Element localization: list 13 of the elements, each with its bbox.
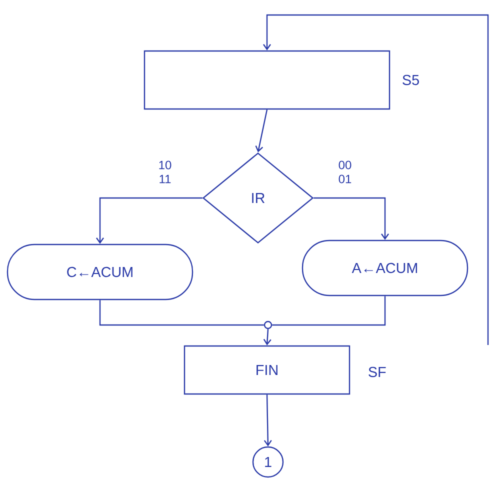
arrow <box>314 197 389 240</box>
process-box: FIN <box>184 345 350 395</box>
junction-dot <box>264 320 272 330</box>
process-box <box>144 50 390 110</box>
arrow <box>264 394 272 446</box>
arrow <box>263 14 489 345</box>
edge-label: 00 01 <box>337 160 353 184</box>
state-label: SF <box>368 366 386 378</box>
state-label: S5 <box>402 74 419 86</box>
edge-label: 10 11 <box>157 160 173 184</box>
arrow <box>96 197 202 244</box>
arrow <box>263 329 272 346</box>
arrow <box>255 109 268 152</box>
